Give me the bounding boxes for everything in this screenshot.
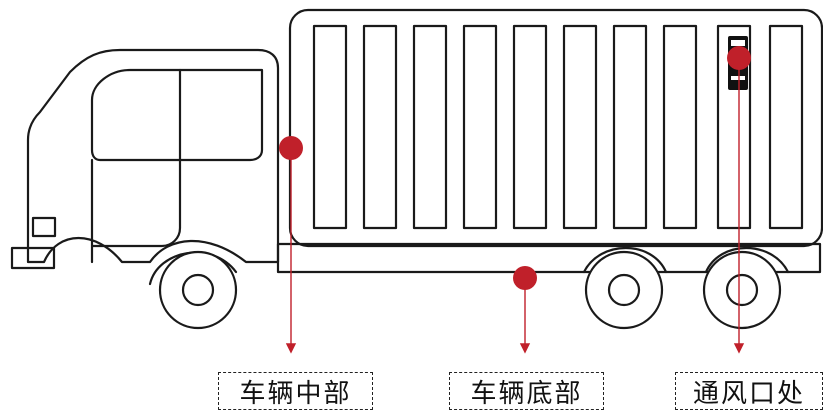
rear-wheel-1 (584, 250, 664, 330)
cargo-slat (612, 24, 648, 230)
cargo-slat (312, 24, 348, 230)
cargo-slat (362, 24, 398, 230)
truck-headlight (31, 216, 57, 238)
marker-bottom (513, 266, 537, 290)
marker-vent (727, 46, 751, 70)
cargo-slat (512, 24, 548, 230)
truck-chassis (276, 242, 822, 274)
cargo-slat (662, 24, 698, 230)
cargo-slat (562, 24, 598, 230)
rear-wheel-arch-1 (582, 246, 668, 274)
truck-cab (26, 48, 280, 264)
label-vehicle-middle: 车辆中部 (218, 372, 373, 410)
label-vent: 通风口处 (675, 372, 823, 410)
truck-cargo-box (288, 8, 823, 248)
truck-cab-door (90, 68, 182, 264)
label-vehicle-bottom: 车辆底部 (449, 372, 604, 410)
rear-wheel-2 (702, 250, 782, 330)
leader-arrow-middle (285, 343, 297, 354)
rear-wheel-arch-2 (704, 246, 790, 274)
front-wheel (158, 250, 238, 330)
truck-cab-window (90, 68, 264, 162)
cargo-slat (768, 24, 804, 230)
marker-middle (279, 136, 303, 160)
truck-bumper (10, 246, 56, 270)
cargo-slat (716, 24, 752, 230)
cargo-slat (462, 24, 498, 230)
leader-arrow-bottom (519, 343, 531, 354)
leader-arrow-vent (733, 343, 745, 354)
cargo-slat (412, 24, 448, 230)
